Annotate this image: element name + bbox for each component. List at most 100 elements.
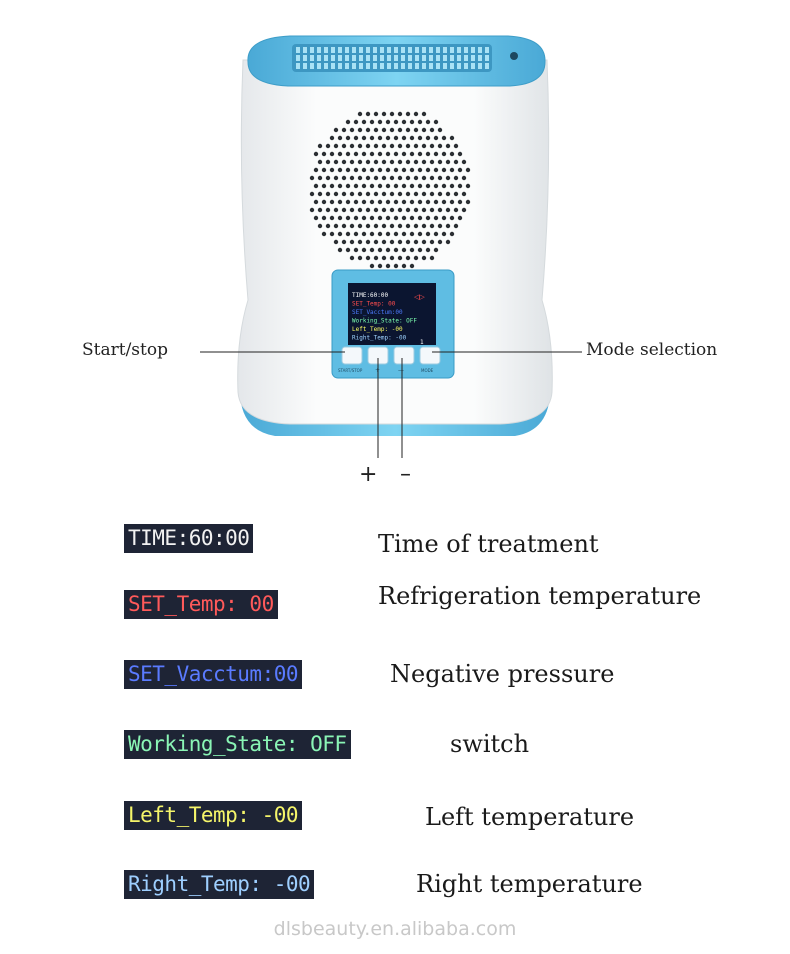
- vent-slot: [450, 63, 454, 69]
- vent-hole: [457, 199, 463, 205]
- vent-hole: [337, 167, 343, 173]
- vent-hole: [457, 151, 463, 157]
- vent-hole: [349, 223, 355, 229]
- vent-hole: [373, 239, 379, 245]
- vent-hole: [317, 175, 323, 181]
- vent-hole: [357, 255, 363, 261]
- vent-slot: [478, 55, 482, 61]
- vent-hole: [445, 207, 451, 213]
- vent-hole: [341, 239, 347, 245]
- vent-hole: [365, 127, 371, 133]
- vent-hole: [413, 207, 419, 213]
- vent-hole: [417, 135, 423, 141]
- vent-hole: [329, 183, 335, 189]
- vent-hole: [369, 231, 375, 237]
- vent-slot: [436, 63, 440, 69]
- vent-hole: [357, 111, 363, 117]
- vent-hole: [389, 143, 395, 149]
- vent-slot: [485, 47, 489, 53]
- vent-hole: [405, 127, 411, 133]
- vent-hole: [337, 247, 343, 253]
- screen-line: Left_Temp: -00: [352, 326, 403, 333]
- vent-hole: [449, 167, 455, 173]
- vent-slot: [324, 63, 328, 69]
- vent-hole: [389, 111, 395, 117]
- vent-hole: [333, 239, 339, 245]
- vent-hole: [405, 191, 411, 197]
- vent-slot: [303, 47, 307, 53]
- vent-hole: [373, 175, 379, 181]
- vent-hole: [377, 215, 383, 221]
- vent-hole: [409, 215, 415, 221]
- vent-hole: [429, 255, 435, 261]
- vent-hole: [365, 191, 371, 197]
- minus-button[interactable]: [393, 346, 415, 365]
- vent-slot: [429, 47, 433, 53]
- vent-hole: [417, 247, 423, 253]
- vent-hole: [417, 183, 423, 189]
- vent-slot: [296, 63, 300, 69]
- vent-slot: [331, 55, 335, 61]
- screen-value: 1: [420, 339, 424, 346]
- vent-hole: [405, 175, 411, 181]
- vent-hole: [353, 231, 359, 237]
- vent-slot: [422, 55, 426, 61]
- vent-slot: [310, 55, 314, 61]
- vent-hole: [393, 183, 399, 189]
- start-stop-button[interactable]: [341, 346, 363, 365]
- vent-slot: [401, 63, 405, 69]
- vent-hole: [333, 159, 339, 165]
- vent-hole: [357, 207, 363, 213]
- vent-hole: [317, 191, 323, 197]
- vent-hole: [421, 175, 427, 181]
- vent-hole: [417, 231, 423, 237]
- vent-hole: [437, 159, 443, 165]
- vent-hole: [373, 191, 379, 197]
- vent-hole: [389, 191, 395, 197]
- vent-hole: [433, 215, 439, 221]
- vent-slot: [415, 63, 419, 69]
- mode-button[interactable]: [419, 346, 441, 365]
- vent-hole: [381, 239, 387, 245]
- vent-hole: [437, 175, 443, 181]
- vent-hole: [385, 215, 391, 221]
- vent-slot: [485, 63, 489, 69]
- vent-hole: [329, 135, 335, 141]
- vent-hole: [337, 215, 343, 221]
- vent-hole: [349, 255, 355, 261]
- vent-hole: [377, 183, 383, 189]
- vent-slot: [373, 63, 377, 69]
- vent-slot: [408, 63, 412, 69]
- vent-hole: [417, 199, 423, 205]
- vent-hole: [393, 167, 399, 173]
- vent-hole: [393, 199, 399, 205]
- vent-slot: [324, 55, 328, 61]
- vent-slot: [464, 55, 468, 61]
- vent-hole: [413, 239, 419, 245]
- vent-hole: [381, 255, 387, 261]
- vent-hole: [401, 247, 407, 253]
- vent-hole: [329, 199, 335, 205]
- vent-hole: [337, 199, 343, 205]
- vent-hole: [441, 183, 447, 189]
- vent-hole: [389, 159, 395, 165]
- vent-hole: [341, 191, 347, 197]
- vent-hole: [429, 239, 435, 245]
- top-port: [510, 52, 518, 60]
- vent-slot: [408, 55, 412, 61]
- vent-hole: [409, 199, 415, 205]
- vent-slot: [436, 55, 440, 61]
- vent-hole: [433, 231, 439, 237]
- vent-hole: [397, 159, 403, 165]
- vent-hole: [317, 143, 323, 149]
- vent-hole: [353, 215, 359, 221]
- screen: [348, 283, 436, 345]
- vent-hole: [333, 143, 339, 149]
- vent-hole: [429, 191, 435, 197]
- vent-hole: [365, 143, 371, 149]
- vent-hole: [357, 239, 363, 245]
- vent-hole: [325, 175, 331, 181]
- vent-hole: [397, 175, 403, 181]
- vent-hole: [433, 183, 439, 189]
